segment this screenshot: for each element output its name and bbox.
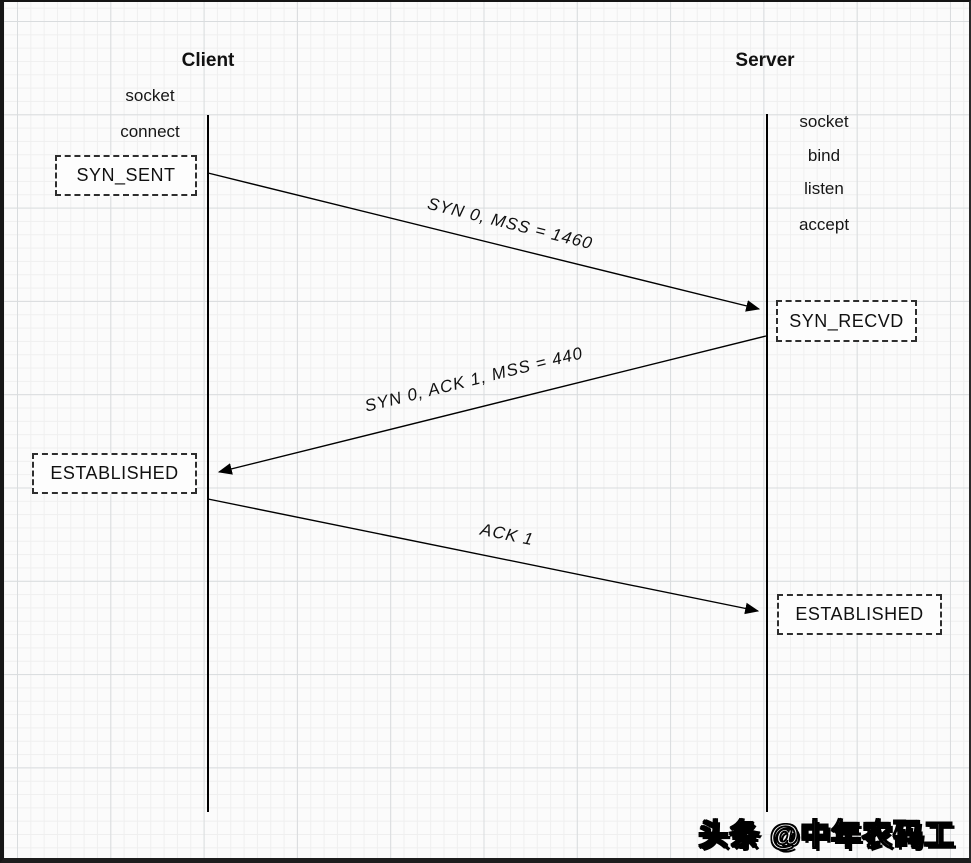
watermark-text: 头条 @中年农码工: [698, 818, 955, 852]
client-title: Client: [181, 50, 235, 71]
client-method-connect: connect: [120, 122, 180, 141]
server-state-established: ESTABLISHED: [777, 594, 942, 635]
arrow-syn: [207, 172, 761, 312]
server-state-syn-recvd: SYN_RECVD: [776, 300, 917, 342]
server-title: Server: [735, 50, 795, 71]
server-method-socket: socket: [799, 112, 849, 131]
client-method-socket: socket: [125, 86, 175, 105]
server-method-accept: accept: [798, 215, 850, 234]
server-method-listen: listen: [804, 179, 844, 198]
server-method-bind: bind: [807, 146, 841, 165]
client-lifeline: [207, 115, 209, 812]
arrow-ack: [207, 498, 760, 615]
server-lifeline: [766, 114, 768, 812]
arrow-syn-ack: [217, 335, 767, 475]
client-state-syn-sent: SYN_SENT: [55, 155, 197, 196]
client-state-established: ESTABLISHED: [32, 453, 197, 494]
message-arrows-layer: [207, 172, 767, 615]
